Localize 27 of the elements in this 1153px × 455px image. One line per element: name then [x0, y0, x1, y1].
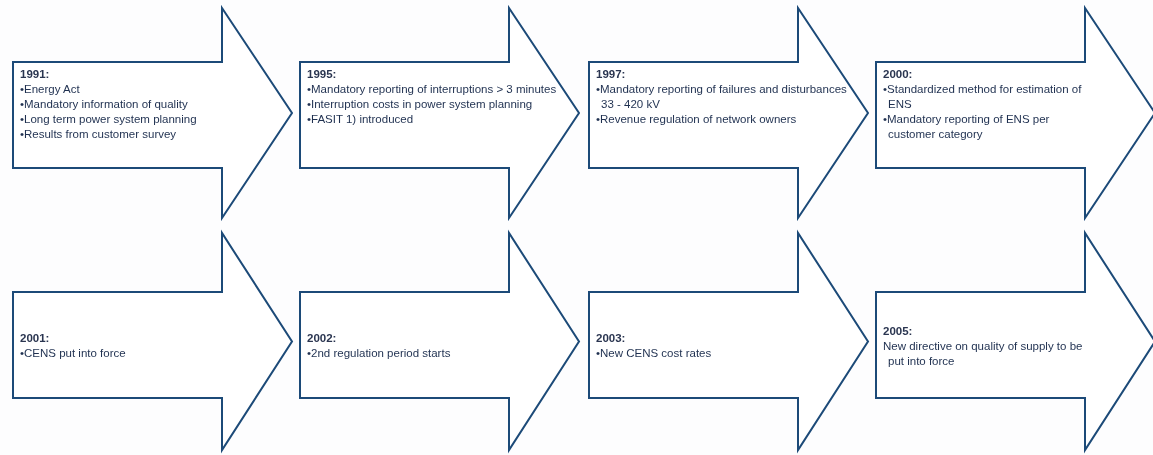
year-heading: 1995:	[307, 67, 338, 82]
arrow-shape	[299, 8, 581, 218]
bullet-text: •Mandatory reporting of interruptions > 3 minutes	[307, 82, 557, 97]
bullet-text: •CENS put into force	[20, 346, 127, 361]
bullet-text: •Standardized method for estimation of ENS	[883, 82, 1083, 112]
bullet-text: •Mandatory information of quality	[20, 97, 189, 112]
arrow-shape	[12, 8, 294, 218]
bullet-text: New directive on quality of supply to be put into force	[883, 338, 1084, 369]
bullet-text: •Revenue regulation of network owners	[596, 112, 798, 127]
year-heading: 2001:	[20, 331, 51, 346]
bullet-text: •Mandatory reporting of failures and disturbances 33 - 420 kV	[596, 82, 848, 112]
year-heading: 2000:	[883, 67, 914, 82]
arrow-shape	[588, 8, 870, 218]
bullet-text: •Interruption costs in power system planning	[307, 97, 534, 112]
bullet-text: •Energy Act	[20, 82, 81, 97]
year-heading: 2005:	[883, 323, 914, 339]
bullet-text: •FASIT 1) introduced	[307, 112, 415, 127]
arrow-shape	[875, 8, 1153, 218]
bullet-text: •Long term power system planning	[20, 112, 198, 127]
year-heading: 2002:	[307, 331, 338, 346]
year-heading: 1997:	[596, 67, 627, 82]
bullet-text: •Results from customer survey	[20, 127, 178, 142]
bullet-text: •Mandatory reporting of ENS per customer category	[883, 112, 1051, 142]
year-heading: 1991:	[20, 67, 51, 82]
year-heading: 2003:	[596, 331, 627, 346]
bullet-text: •2nd regulation period starts	[307, 346, 452, 361]
bullet-text: •New CENS cost rates	[596, 346, 713, 361]
